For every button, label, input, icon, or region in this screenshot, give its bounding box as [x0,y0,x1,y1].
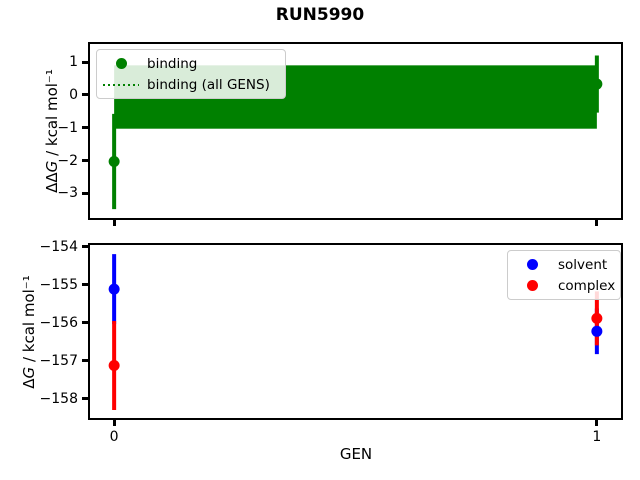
binding-dot-icon [103,58,139,69]
y-tick-label: −156 [39,314,78,331]
y-tick-label: −154 [39,238,78,255]
y-tick [82,397,88,401]
legend-label-complex: complex [558,277,616,294]
y-tick-label: −1 [57,119,78,136]
x-tick-label: 1 [592,429,602,445]
figure-title: RUN5990 [275,5,365,25]
y-label-delta: Δ [20,378,38,389]
legend-item-binding-all-gens: binding (all GENS) [103,74,279,95]
legend-item-complex: complex [514,275,616,296]
y-tick [82,321,88,325]
top-legend: binding binding (all GENS) [96,49,286,99]
y-tick-label: −155 [39,276,78,293]
y-tick-label: 1 [69,54,78,71]
bottom-legend: solvent complex [507,250,621,300]
y-tick [82,93,88,97]
x-tick-label: 0 [109,429,119,445]
y-tick [82,126,88,130]
solvent-dot-icon [514,259,550,270]
y-label-units: / kcal mol⁻¹ [43,69,61,161]
y-tick [82,191,88,195]
x-tick [112,220,116,226]
legend-label-binding: binding [147,55,198,72]
legend-item-binding: binding [103,53,279,74]
y-tick [82,159,88,163]
y-tick-label: 0 [69,86,78,103]
y-tick-label: −157 [39,352,78,369]
legend-label-binding-all-gens: binding (all GENS) [147,76,270,93]
complex-dot-icon [514,280,550,291]
y-tick [82,359,88,363]
dotted-line-icon [103,83,139,86]
y-tick [82,245,88,249]
x-axis-label: GEN [339,445,373,463]
top-axes [88,42,623,220]
x-tick [595,220,599,226]
legend-label-solvent: solvent [558,256,608,273]
x-tick [595,420,599,426]
y-tick [82,283,88,287]
legend-item-solvent: solvent [514,254,614,275]
bottom-axes [88,243,623,420]
y-tick-label: −158 [39,390,78,407]
y-tick-label: −3 [57,185,78,202]
x-tick [112,420,116,426]
y-tick-label: −2 [57,152,78,169]
y-tick [82,60,88,64]
